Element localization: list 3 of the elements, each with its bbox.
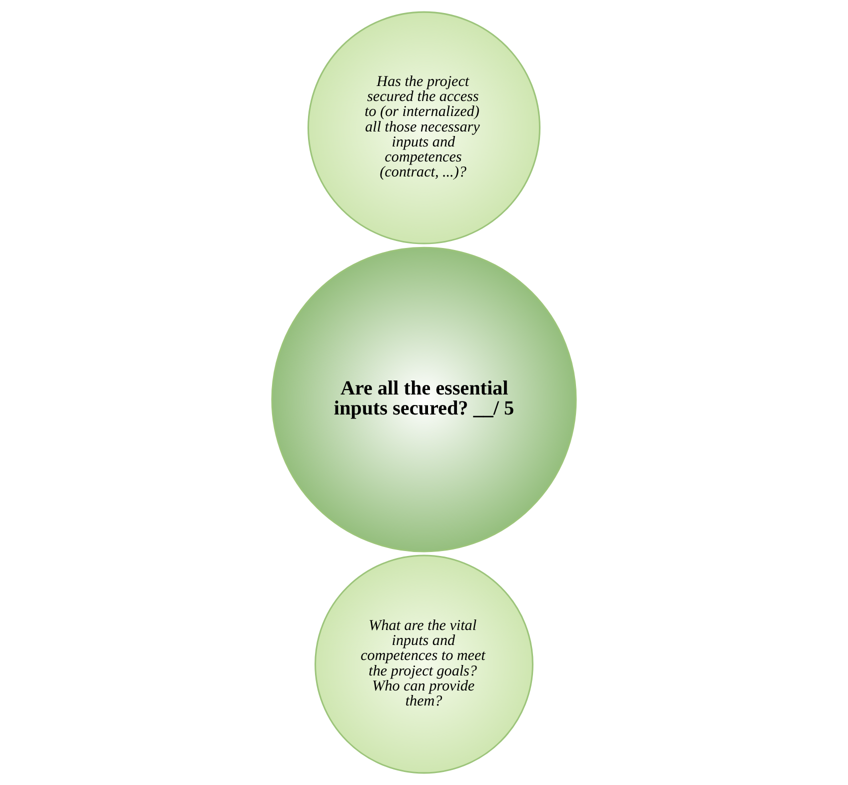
- node-circle: Has the project secured the access to (or internalized) all those necessary inputs and competences (contract, ...)?: [308, 11, 540, 244]
- node-circle: Are all the essential inputs secured? __/ 5: [271, 246, 577, 552]
- node-circle: What are the vital inputs and competences to meet the project goals? Who can provide them?: [314, 554, 534, 774]
